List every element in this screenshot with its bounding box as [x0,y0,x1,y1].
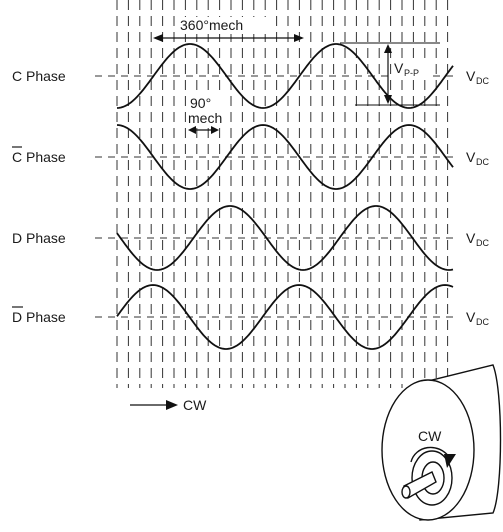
svg-text:D Phase: D Phase [12,309,66,325]
vdc-label-d: V DC [466,230,489,248]
cw-direction-label: CW [183,397,207,413]
phase-label-d: D Phase [12,230,66,246]
svg-text:DC: DC [476,238,489,248]
baselines [95,75,455,318]
d-phase-waveform [116,205,454,271]
period-dimension [153,34,304,42]
phase-label-c-bar-letter: C [12,149,22,165]
motor-illustration [381,364,502,521]
svg-text:V: V [466,68,476,84]
vdc-label-c-bar: V DC [466,149,489,167]
quarter-label-bg [186,96,226,126]
d-bar-phase-waveform [116,284,454,350]
vpp-arrow-bottom [384,95,392,104]
phase-label-c: C Phase [12,68,66,84]
rotation-arrow-head [444,454,456,468]
quarter-arrow-left [188,126,196,134]
vpp-arrow-top [384,44,392,53]
svg-text:V: V [466,230,476,246]
period-arrow-left [153,34,163,42]
quarter-arrow-right [211,126,219,134]
phase-label-d-bar: D Phase [12,306,66,325]
svg-text:V: V [466,309,476,325]
c-bar-phase-waveform [116,124,454,190]
svg-text:V: V [394,60,404,76]
motor-cw-label: CW [418,428,442,444]
vpp-label: V P-P [394,60,419,78]
svg-text:DC: DC [476,317,489,327]
quarter-dimension [188,126,219,134]
svg-text:DC: DC [476,76,489,86]
period-label-bg [176,17,268,34]
period-label: 360°mech [180,17,243,33]
svg-text:C Phase: C Phase [12,149,66,165]
grid-lines [116,0,449,388]
vdc-label-d-bar: V DC [466,309,489,327]
svg-text:V: V [466,149,476,165]
quarter-label-line2: mech [188,110,222,126]
quarter-label-line1: 90° [190,95,211,111]
phase-label-c-bar-rest: Phase [22,149,66,165]
phase-label-d-bar-letter: D [12,309,22,325]
cw-direction-arrow [130,400,178,410]
phase-label-d-bar-rest: Phase [22,309,66,325]
vpp-dimension [340,42,440,106]
vpp-label-bg [393,60,433,78]
c-phase-waveform [116,43,454,109]
period-arrow-right [294,34,304,42]
motor-shaft-end [401,485,411,499]
svg-text:P-P: P-P [404,68,419,78]
phase-label-c-bar: C Phase [12,146,66,165]
svg-text:DC: DC [476,157,489,167]
vdc-label-c: V DC [466,68,489,86]
